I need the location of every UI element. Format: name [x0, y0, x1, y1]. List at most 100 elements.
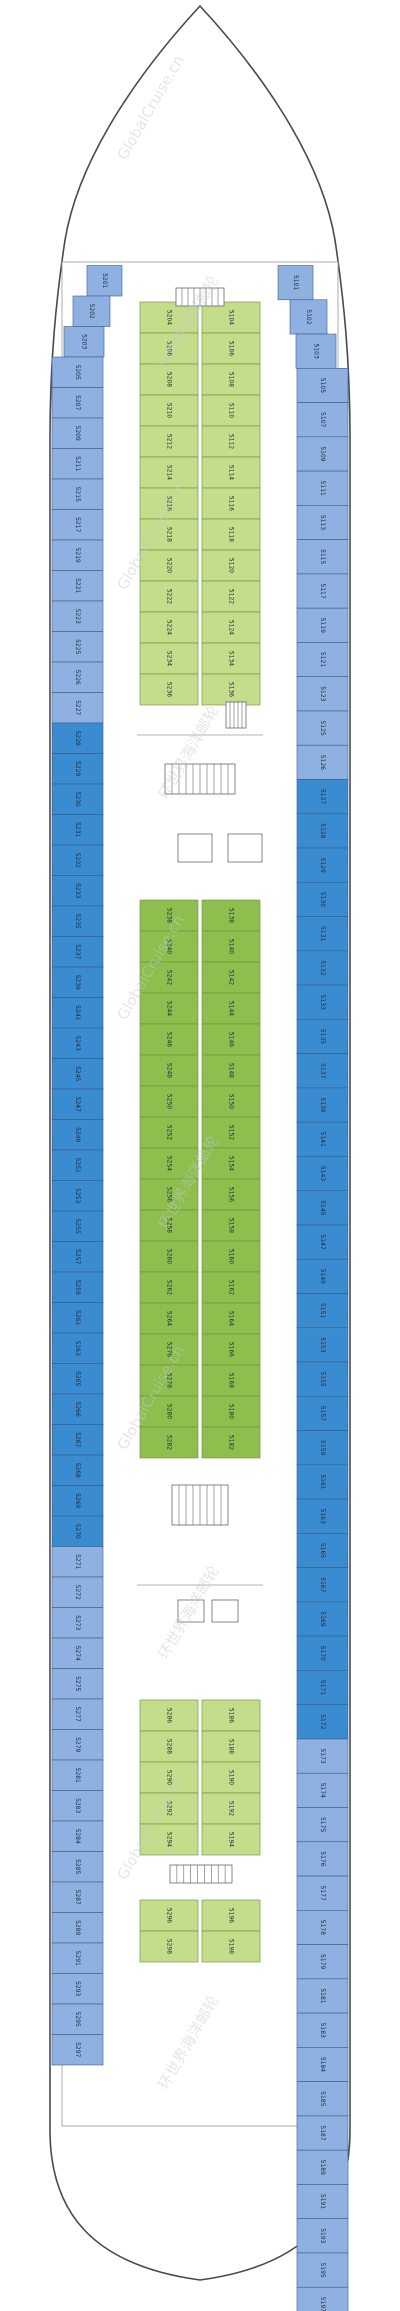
cabin-number: 5278 — [166, 1373, 173, 1388]
cabin-5132: 5132 — [296, 950, 349, 986]
cabin-grid: 5201520252035205520752095211521552175219… — [51, 265, 349, 2311]
cabin-5294: 5294 — [139, 1823, 199, 1856]
cabin-5186: 5186 — [201, 1699, 261, 1732]
cabin-5114: 5114 — [201, 456, 261, 489]
cabin-number: 5239 — [74, 975, 81, 990]
cabin-5161: 5161 — [296, 1464, 349, 1500]
cabin-5243: 5243 — [51, 1027, 104, 1059]
cabin-number: 5191 — [319, 2194, 326, 2209]
cabin-box — [296, 1910, 349, 1945]
cabin-box — [139, 992, 199, 1025]
cabin-box — [295, 333, 337, 369]
stair-main-forward — [164, 763, 236, 795]
cabin-box — [201, 456, 261, 489]
cabin-number: 5174 — [319, 1783, 326, 1798]
cabin-number: 5124 — [228, 620, 235, 635]
cabin-box — [296, 1053, 349, 1089]
cabin-number: 5172 — [319, 1714, 326, 1729]
cabin-5230: 5230 — [51, 783, 104, 815]
cabin-number: 5148 — [228, 1063, 235, 1078]
cabin-number: 5183 — [319, 2023, 326, 2038]
cabin-5288: 5288 — [139, 1730, 199, 1763]
cabin-5107: 5107 — [296, 402, 349, 438]
cabin-box — [51, 600, 104, 632]
cabin-5112: 5112 — [201, 425, 261, 458]
cabin-box — [296, 367, 349, 403]
cabin-box — [51, 1027, 104, 1059]
cabin-number: 5115 — [319, 549, 326, 564]
cabin-box — [51, 1881, 104, 1913]
cabin-box — [296, 744, 349, 780]
cabin-5190: 5190 — [201, 1761, 261, 1794]
cabin-box — [201, 1761, 261, 1794]
cabin-number: 5265 — [74, 1371, 81, 1386]
cabin-number: 5175 — [319, 1817, 326, 1832]
cabin-5162: 5162 — [201, 1271, 261, 1304]
cabin-box — [51, 539, 104, 571]
cabin-number: 5106 — [228, 341, 235, 356]
cabin-number: 5275 — [74, 1676, 81, 1691]
cabin-number: 5147 — [319, 1234, 326, 1249]
cabin-5247: 5247 — [51, 1088, 104, 1120]
cabin-5229: 5229 — [51, 753, 104, 785]
cabin-number: 5198 — [228, 1939, 235, 1954]
cabin-5179: 5179 — [296, 1944, 349, 1980]
cabin-5204: 5204 — [139, 301, 199, 334]
cabin-number: 5119 — [319, 618, 326, 633]
cabin-5166: 5166 — [201, 1333, 261, 1366]
cabin-box — [296, 2115, 349, 2151]
cabin-number: 5137 — [319, 1063, 326, 1078]
cabin-5122: 5122 — [201, 580, 261, 613]
cabin-box — [296, 1601, 349, 1637]
cabin-box — [51, 1912, 104, 1944]
cabin-5221: 5221 — [51, 570, 104, 602]
cabin-box — [139, 1271, 199, 1304]
cabin-number: 5143 — [319, 1166, 326, 1181]
cabin-5234: 5234 — [139, 642, 199, 675]
cabin-box — [201, 425, 261, 458]
cabin-5268: 5268 — [51, 1454, 104, 1486]
cabin-number: 5150 — [228, 1094, 235, 1109]
cabin-number: 5127 — [319, 789, 326, 804]
cabin-box — [139, 1116, 199, 1149]
cabin-number: 5164 — [228, 1311, 235, 1326]
cabin-5240: 5240 — [139, 930, 199, 963]
cabin-number: 5190 — [228, 1770, 235, 1785]
cabin-box — [296, 1807, 349, 1843]
cabin-number: 5202 — [88, 304, 95, 319]
cabin-number: 5170 — [319, 1646, 326, 1661]
cabin-5227: 5227 — [51, 692, 104, 724]
cabin-box — [51, 448, 104, 480]
cabin-box — [51, 1302, 104, 1334]
cabin-number: 5201 — [101, 273, 108, 288]
cabin-number: 5120 — [228, 558, 235, 573]
cabin-number: 5225 — [74, 639, 81, 654]
cabin-5297: 5297 — [51, 2034, 104, 2066]
cabin-5220: 5220 — [139, 549, 199, 582]
cabin-number: 5285 — [74, 1859, 81, 1874]
cabin-5249: 5249 — [51, 1119, 104, 1151]
cabin-number: 5133 — [319, 995, 326, 1010]
cabin-5286: 5286 — [139, 1699, 199, 1732]
cabin-number: 5168 — [228, 1373, 235, 1388]
cabin-box — [296, 1190, 349, 1226]
cabin-box — [201, 642, 261, 675]
cabin-box — [51, 1790, 104, 1822]
cabin-number: 5216 — [166, 496, 173, 511]
cabin-5181: 5181 — [296, 1978, 349, 2014]
cabin-number: 5232 — [74, 853, 81, 868]
cabin-box — [296, 2149, 349, 2185]
cabin-5232: 5232 — [51, 844, 104, 876]
cabin-number: 5105 — [319, 378, 326, 393]
cabin-number: 5269 — [74, 1493, 81, 1508]
cabin-number: 5251 — [74, 1158, 81, 1173]
cabin-5124: 5124 — [201, 611, 261, 644]
cabin-number: 5287 — [74, 1890, 81, 1905]
cabin-number: 5261 — [74, 1310, 81, 1325]
cabin-number: 5242 — [166, 970, 173, 985]
cabin-box — [51, 1759, 104, 1791]
cabin-5210: 5210 — [139, 394, 199, 427]
cabin-5164: 5164 — [201, 1302, 261, 1335]
cabin-number: 5102 — [305, 309, 312, 324]
